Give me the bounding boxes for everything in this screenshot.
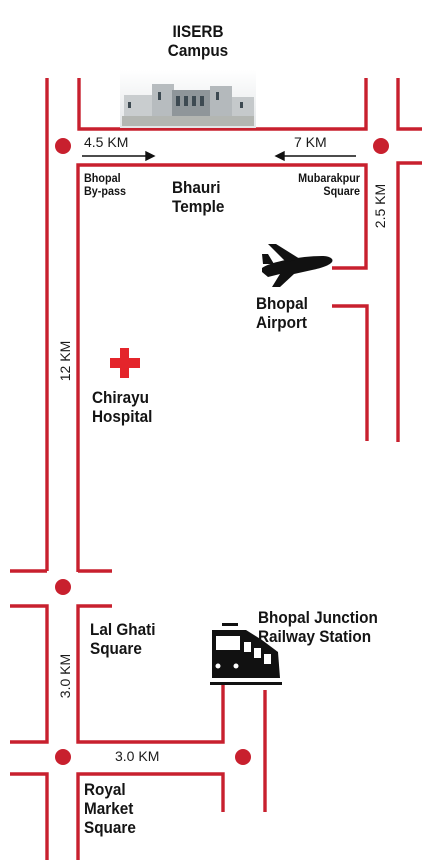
distance-mubarakpur-to-airport: 2.5 KM [372, 183, 388, 229]
road-top-right-corner [396, 78, 422, 131]
road-inner-loop [76, 163, 368, 572]
distance-bypass-to-temple: 4.5 KM [84, 134, 129, 150]
road-airport [332, 304, 369, 441]
distance-bypass-to-lalghati: 12 KM [57, 340, 73, 382]
road-lalghati-left [10, 604, 49, 744]
label-bhopal-airport: Bhopal Airport [256, 294, 308, 333]
junction-railway [235, 749, 251, 765]
label-royal-market-square: Royal Market Square [84, 780, 136, 838]
airplane-icon [262, 244, 333, 287]
hospital-cross-icon [110, 348, 140, 378]
roads [10, 78, 422, 860]
label-lal-ghati-square: Lal Ghati Square [90, 620, 156, 659]
distance-mubarakpur-to-temple: 7 KM [294, 134, 327, 150]
label-mubarakpur-square: Mubarakpur Square [298, 171, 360, 199]
label-chirayu-hospital: Chirayu Hospital [92, 388, 153, 427]
road-royal-left [10, 772, 49, 860]
junction-royal-market [55, 749, 71, 765]
junction-bhopal-bypass [55, 138, 71, 154]
label-iiserb-campus: IISERB Campus [167, 22, 229, 61]
road-lalghati-inner [76, 604, 225, 744]
direction-arrows [82, 150, 356, 162]
junctions [55, 138, 389, 765]
label-bhopal-bypass: Bhopal By-pass [84, 171, 127, 199]
campus-building-image [120, 70, 256, 128]
road-royal-inner [76, 772, 225, 860]
road-right-outer [396, 161, 422, 442]
distance-royal-to-station: 3.0 KM [115, 748, 160, 764]
road-campus-enclosure [77, 78, 368, 131]
train-icon [210, 623, 282, 685]
label-bhauri-temple: Bhauri Temple [172, 178, 225, 217]
distance-lalghati-to-royal: 3.0 KM [57, 653, 73, 699]
junction-mubarakpur-square [373, 138, 389, 154]
label-bhopal-junction-railway-station: Bhopal Junction Railway Station [258, 608, 378, 647]
junction-lal-ghati-top [55, 579, 71, 595]
